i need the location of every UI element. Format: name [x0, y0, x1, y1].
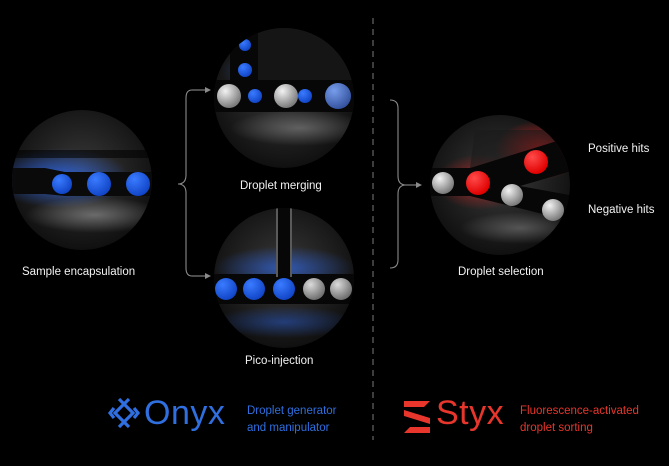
- white-droplet: [501, 184, 523, 206]
- blue-droplet: [238, 63, 252, 77]
- onyx-tagline: Droplet generator and manipulator: [247, 403, 337, 437]
- label-pico-injection: Pico-injection: [245, 355, 314, 367]
- arrow-right-icon: [205, 87, 211, 93]
- white-droplet: [274, 84, 298, 108]
- blue-droplet: [298, 89, 312, 103]
- styx-logo-icon: [404, 401, 430, 433]
- blue-droplet: [243, 278, 265, 300]
- arrow-right-icon: [416, 182, 422, 188]
- styx-tagline-line2: droplet sorting: [520, 422, 593, 434]
- positive-droplet: [524, 150, 548, 174]
- onyx-tagline-line2: and manipulator: [247, 422, 330, 434]
- merging-disc: [214, 28, 354, 168]
- white-droplet: [303, 278, 325, 300]
- blue-droplet: [273, 278, 295, 300]
- white-droplet: [542, 199, 564, 221]
- blue-droplet: [126, 172, 150, 196]
- label-positive-hits: Positive hits: [588, 143, 650, 155]
- encapsulation-disc: [12, 110, 152, 250]
- arrow-right-icon: [205, 273, 211, 279]
- label-sample-encapsulation: Sample encapsulation: [22, 266, 136, 278]
- label-negative-hits: Negative hits: [588, 204, 655, 216]
- white-droplet: [432, 172, 454, 194]
- label-droplet-merging: Droplet merging: [240, 180, 322, 192]
- styx-brand-name: Styx: [436, 394, 505, 432]
- white-droplet: [217, 84, 241, 108]
- blue-droplet: [52, 174, 72, 194]
- styx-tagline-line1: Fluorescence-activated: [520, 405, 639, 417]
- right-brace: [389, 99, 420, 269]
- positive-droplet: [466, 171, 490, 195]
- onyx-brand-name: Onyx: [144, 394, 226, 432]
- blue-droplet: [248, 89, 262, 103]
- blue-droplet: [239, 39, 251, 51]
- label-droplet-selection: Droplet selection: [458, 266, 544, 278]
- blue-droplet: [215, 278, 237, 300]
- selection-disc: [430, 115, 570, 255]
- pico-injection-disc: [214, 208, 354, 348]
- left-brace: [177, 89, 208, 277]
- white-droplet: [330, 278, 352, 300]
- onyx-tagline-line1: Droplet generator: [247, 405, 337, 417]
- onyx-logo-icon: [107, 397, 141, 429]
- blue-droplet: [87, 172, 111, 196]
- styx-tagline: Fluorescence-activated droplet sorting: [520, 403, 639, 437]
